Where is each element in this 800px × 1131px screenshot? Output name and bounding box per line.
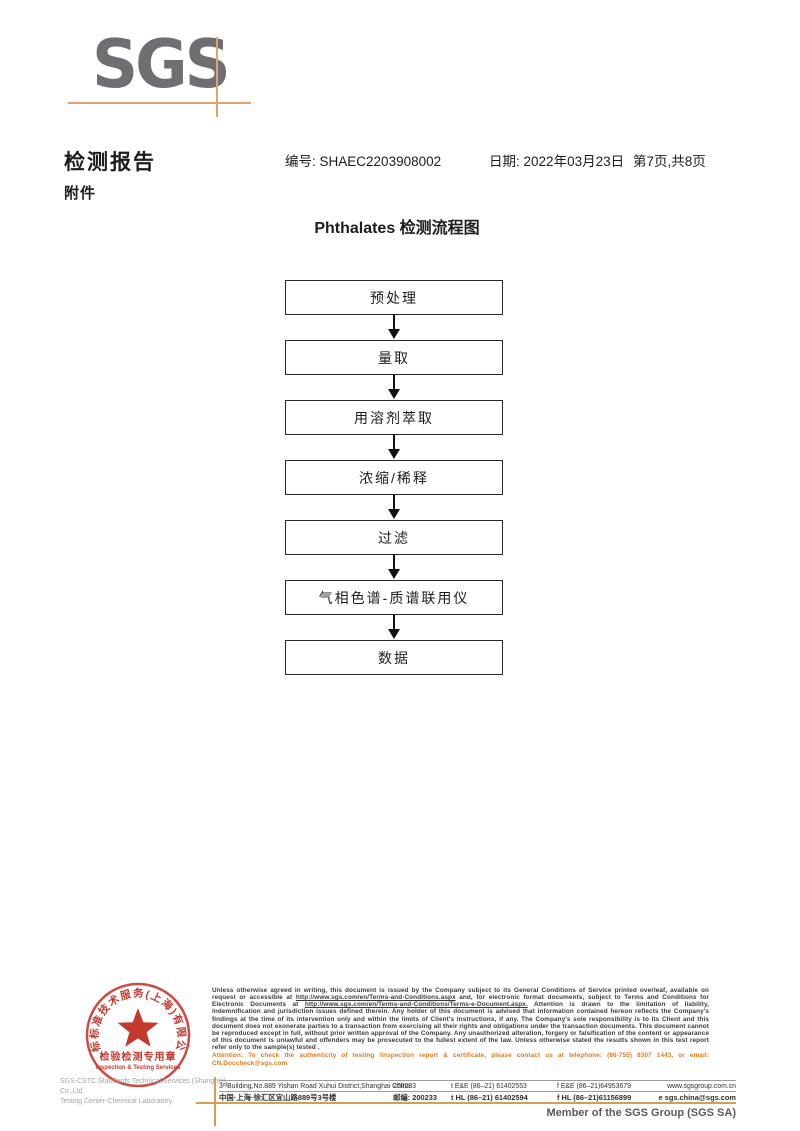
sgs-logo: SGS bbox=[92, 26, 231, 104]
arrow-down-icon bbox=[285, 555, 503, 580]
arrow-down-icon bbox=[285, 375, 503, 400]
arrow-down-icon bbox=[285, 615, 503, 640]
company-seal-stamp-icon: 通标标准技术服务(上海)有限公司 检验检测专用章 Inspection & Te… bbox=[72, 980, 191, 1088]
flow-step-data: 数据 bbox=[285, 640, 503, 675]
terms-url: http://www.sgs.com/en/Terms-and-Conditio… bbox=[295, 994, 456, 1002]
sgs-group-member-text: Member of the SGS Group (SGS SA) bbox=[546, 1107, 736, 1119]
arrow-down-icon bbox=[285, 495, 503, 520]
phone-en: t E&E (86–21) 61402553 bbox=[451, 1082, 527, 1090]
report-date-label: 日期: bbox=[489, 154, 520, 169]
logo-horizontal-line bbox=[68, 102, 251, 104]
postal-code-cn: 邮编: 200233 bbox=[393, 1093, 437, 1102]
attention-text: Attention: To check the authenticity of … bbox=[212, 1052, 709, 1060]
doccheck-email: CN.Doccheck@sgs.com bbox=[212, 1059, 288, 1067]
stamp-star-icon bbox=[117, 1008, 159, 1047]
disclaimer-text-2: and, for electronic format documents, su… bbox=[212, 994, 710, 1009]
report-number-label: 编号: bbox=[285, 154, 316, 169]
report-date: 日期: 2022年03月23日 bbox=[489, 150, 624, 170]
address-row-en: 3ʳᵈBuilding,No.889 Yishan Road Xuhui Dis… bbox=[219, 1081, 736, 1092]
flow-step-concentrate-dilute: 浓缩/稀释 bbox=[285, 460, 503, 495]
report-number: 编号: SHAEC2203908002 bbox=[285, 150, 441, 170]
page-indicator: 第7页,共8页 bbox=[633, 154, 706, 169]
arrow-down-icon bbox=[285, 435, 503, 460]
email-cn: e sgs.china@sgs.com bbox=[658, 1093, 736, 1102]
terms-e-document-url: http://www.sgs.com/en/Terms-and-Conditio… bbox=[304, 1001, 528, 1009]
legal-disclaimer: Unless otherwise agreed in writing, this… bbox=[212, 987, 709, 1067]
stamp-center-text: 检验检测专用章 bbox=[100, 1050, 177, 1063]
postal-code-en: 200233 bbox=[393, 1082, 416, 1090]
attachment-label: 附件 bbox=[64, 185, 97, 202]
flowchart-title: Phthalates 检测流程图 bbox=[314, 220, 480, 237]
phone-cn: t HL (86–21) 61402594 bbox=[451, 1093, 528, 1102]
attention-notice: Attention: To check the authenticity of … bbox=[212, 1052, 709, 1066]
disclaimer-text-1: Unless otherwise agreed in writing, this… bbox=[212, 987, 709, 1002]
fax-en: f E&E (86–21)64953679 bbox=[557, 1082, 631, 1090]
disclaimer-text-3: Attention is drawn to the limitation of … bbox=[212, 1001, 709, 1052]
address-cn: 中国·上海·徐汇区宜山路889号3号楼 bbox=[219, 1093, 337, 1102]
lab-company-name-line2: Testing Center-Chemical Laboratory. bbox=[60, 1098, 174, 1105]
report-number-value: SHAEC2203908002 bbox=[319, 154, 442, 169]
fax-cn: f HL (86–21)61156899 bbox=[557, 1093, 632, 1102]
page-title: 检测报告 bbox=[64, 151, 156, 174]
flowchart: 预处理 量取 用溶剂萃取 浓缩/稀释 过滤 气相色谱-质谱联用仪 数据 bbox=[285, 280, 503, 675]
report-date-value: 2022年03月23日 bbox=[523, 154, 625, 169]
footer-horizontal-line bbox=[196, 1102, 736, 1104]
flow-step-pretreatment: 预处理 bbox=[285, 280, 503, 315]
logo-vertical-line bbox=[216, 37, 218, 117]
flow-step-measure: 量取 bbox=[285, 340, 503, 375]
flow-step-gcms: 气相色谱-质谱联用仪 bbox=[285, 580, 503, 615]
lab-company-name-line1: SGS-CSTC Standards Technical Services (S… bbox=[60, 1078, 227, 1095]
arrow-down-icon bbox=[285, 315, 503, 340]
flow-step-solvent-extraction: 用溶剂萃取 bbox=[285, 400, 503, 435]
flow-step-filter: 过滤 bbox=[285, 520, 503, 555]
lab-company-name: SGS-CSTC Standards Technical Services (S… bbox=[60, 1077, 235, 1107]
address-en: 3ʳᵈBuilding,No.889 Yishan Road Xuhui Dis… bbox=[219, 1082, 411, 1090]
address-row-cn: 中国·上海·徐汇区宜山路889号3号楼 邮编: 200233 t HL (86–… bbox=[219, 1092, 736, 1103]
address-block: 3ʳᵈBuilding,No.889 Yishan Road Xuhui Dis… bbox=[219, 1080, 736, 1103]
stamp-center-subtext: Inspection & Testing Services bbox=[96, 1065, 182, 1071]
website-url: www.sgsgroup.com.cn bbox=[667, 1082, 736, 1090]
footer-vertical-line bbox=[214, 1077, 216, 1126]
